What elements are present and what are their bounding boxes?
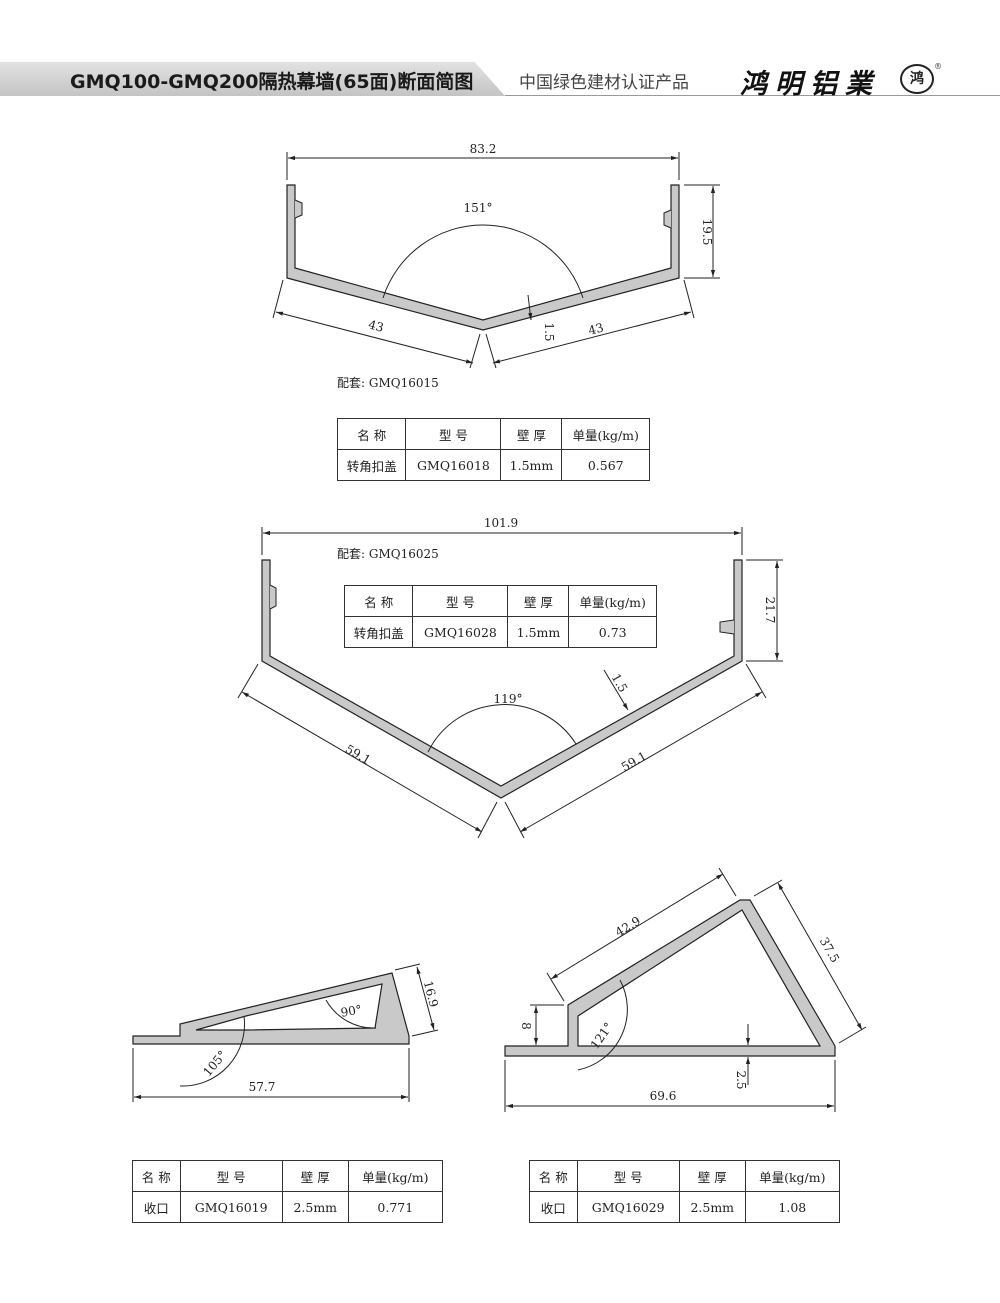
profile-1-angle-label: 151° xyxy=(464,201,493,215)
profile-1-clip-right xyxy=(663,209,672,229)
cell-weight: 0.771 xyxy=(347,1191,444,1223)
profile-2-angle-label: 119° xyxy=(494,692,523,706)
cell-thickness: 1.5mm xyxy=(500,449,563,481)
header-weight: 单量(kg/m) xyxy=(561,418,650,450)
profile-4-angle-arc xyxy=(577,979,628,1071)
table-header-row: 名 称 型 号 壁 厚 单量(kg/m) xyxy=(529,1160,841,1192)
header-model: 型 号 xyxy=(405,418,502,450)
title-bar xyxy=(0,62,505,96)
profile-4-section xyxy=(504,899,836,1057)
profile-2-angle-arc xyxy=(427,704,577,753)
header-weight: 单量(kg/m) xyxy=(568,585,657,617)
table-row: 收口 GMQ16019 2.5mm 0.771 xyxy=(132,1191,444,1223)
profile-1-width-label: 83.2 xyxy=(470,142,497,156)
cell-weight: 0.73 xyxy=(568,616,657,648)
profile-4-side-label: 37.5 xyxy=(817,935,842,965)
profile-1-clip-left xyxy=(294,199,303,219)
spec-table-gmq16018: 名 称 型 号 壁 厚 单量(kg/m) 转角扣盖 GMQ16018 1.5mm… xyxy=(336,418,650,481)
header-name: 名 称 xyxy=(132,1160,181,1192)
table-header-row: 名 称 型 号 壁 厚 单量(kg/m) xyxy=(132,1160,444,1192)
profile-2-clip-left xyxy=(269,584,277,610)
spec-table-gmq16029: 名 称 型 号 壁 厚 单量(kg/m) 收口 GMQ16029 2.5mm 1… xyxy=(529,1160,841,1223)
table-row: 收口 GMQ16029 2.5mm 1.08 xyxy=(529,1191,841,1223)
profile-1-leg-left-label: 43 xyxy=(367,317,385,334)
profile-2-leg-right-label: 59.1 xyxy=(619,749,649,774)
header-thickness: 壁 厚 xyxy=(678,1160,746,1192)
profile-2-leg-right-dim xyxy=(519,691,763,833)
profile-2-clip-right xyxy=(719,619,735,635)
header-weight: 单量(kg/m) xyxy=(347,1160,444,1192)
profile-4-top-label: 42.9 xyxy=(613,914,643,940)
profile-3-angle-bottom-arc xyxy=(179,1015,246,1087)
brand-logo-icon: 鸿 xyxy=(900,64,934,94)
profile-1-height-label: 19.5 xyxy=(700,219,714,246)
table-row: 转角扣盖 GMQ16028 1.5mm 0.73 xyxy=(343,616,657,648)
profile-2-width-label: 101.9 xyxy=(484,516,518,530)
profile-3-section xyxy=(132,972,410,1045)
cell-model: GMQ16029 xyxy=(576,1191,680,1223)
profile-2-height-label: 21.7 xyxy=(763,597,777,624)
profile-3-angle-bottom-label: 105° xyxy=(200,1048,229,1079)
profile-2-match-note: 配套: GMQ16025 xyxy=(337,547,439,561)
profile-4-base-label: 2.5 xyxy=(734,1070,748,1089)
page-title: GMQ100-GMQ200隔热幕墙(65面)断面简图 xyxy=(70,71,474,93)
profile-1-thickness-label: 1.5 xyxy=(542,322,556,341)
header-thickness: 壁 厚 xyxy=(500,418,563,450)
spec-table-gmq16019: 名 称 型 号 壁 厚 单量(kg/m) 收口 GMQ16019 2.5mm 0… xyxy=(132,1160,444,1223)
profile-1-leg-right-dim xyxy=(492,311,692,364)
cell-model: GMQ16018 xyxy=(405,449,502,481)
header-weight: 单量(kg/m) xyxy=(744,1160,841,1192)
header-name: 名 称 xyxy=(336,418,407,450)
header-model: 型 号 xyxy=(412,585,509,617)
profile-1-leg-right-label: 43 xyxy=(587,320,605,337)
header-model: 型 号 xyxy=(576,1160,680,1192)
cell-model: GMQ16019 xyxy=(179,1191,283,1223)
profile-1-angle-arc xyxy=(382,224,584,299)
profile-2-thickness-label: 1.5 xyxy=(609,671,631,695)
cell-name: 转角扣盖 xyxy=(336,449,407,481)
profile-gmq16019: 57.7 16.9 90° 105° xyxy=(132,963,441,1102)
header-name: 名 称 xyxy=(343,585,414,617)
profile-1-match-note: 配套: GMQ16015 xyxy=(337,376,439,390)
cell-name: 转角扣盖 xyxy=(343,616,414,648)
profile-gmq16029: 69.6 37.5 42.9 8 2.5 121° xyxy=(504,867,867,1112)
spec-table-gmq16028: 名 称 型 号 壁 厚 单量(kg/m) 转角扣盖 GMQ16028 1.5mm… xyxy=(343,585,657,648)
header-model: 型 号 xyxy=(179,1160,283,1192)
brand-name: 鸿明铝業 xyxy=(740,69,880,100)
cell-weight: 1.08 xyxy=(744,1191,841,1223)
profile-3-height-label: 16.9 xyxy=(421,979,441,1008)
profile-2-leg-left-label: 59.1 xyxy=(343,742,373,767)
cell-model: GMQ16028 xyxy=(412,616,509,648)
profile-4-lip-label: 8 xyxy=(519,1022,533,1030)
profile-4-width-label: 69.6 xyxy=(650,1089,677,1103)
profile-3-angle-top-label: 90° xyxy=(340,1002,363,1019)
profile-gmq16018: 83.2 19.5 151° 43 43 1.5 xyxy=(272,142,720,369)
certification-text: 中国绿色建材认证产品 xyxy=(519,73,689,93)
cell-thickness: 2.5mm xyxy=(678,1191,746,1223)
cell-thickness: 1.5mm xyxy=(507,616,570,648)
profile-3-angle-top-arc xyxy=(325,999,377,1029)
table-header-row: 名 称 型 号 壁 厚 单量(kg/m) xyxy=(336,418,650,450)
cell-name: 收口 xyxy=(132,1191,181,1223)
profile-3-width-label: 57.7 xyxy=(249,1080,276,1094)
page-header: GMQ100-GMQ200隔热幕墙(65面)断面简图 中国绿色建材认证产品 鸿明… xyxy=(0,62,1000,100)
cell-thickness: 2.5mm xyxy=(281,1191,349,1223)
header-thickness: 壁 厚 xyxy=(281,1160,349,1192)
cell-weight: 0.567 xyxy=(561,449,650,481)
profile-2-leg-left-dim xyxy=(241,691,483,833)
header-divider xyxy=(505,95,1000,96)
header-name: 名 称 xyxy=(529,1160,578,1192)
profile-4-top-dim xyxy=(550,873,724,980)
profile-gmq16028: 101.9 21.7 119° 59.1 59.1 1.5 xyxy=(237,516,783,839)
table-header-row: 名 称 型 号 壁 厚 单量(kg/m) xyxy=(343,585,657,617)
profile-3-height-dim xyxy=(416,966,435,1031)
registered-mark: ® xyxy=(934,62,942,71)
profile-1-leg-left-dim xyxy=(275,311,474,364)
table-row: 转角扣盖 GMQ16018 1.5mm 0.567 xyxy=(336,449,650,481)
cell-name: 收口 xyxy=(529,1191,578,1223)
profile-4-side-dim xyxy=(777,882,863,1031)
header-thickness: 壁 厚 xyxy=(507,585,570,617)
